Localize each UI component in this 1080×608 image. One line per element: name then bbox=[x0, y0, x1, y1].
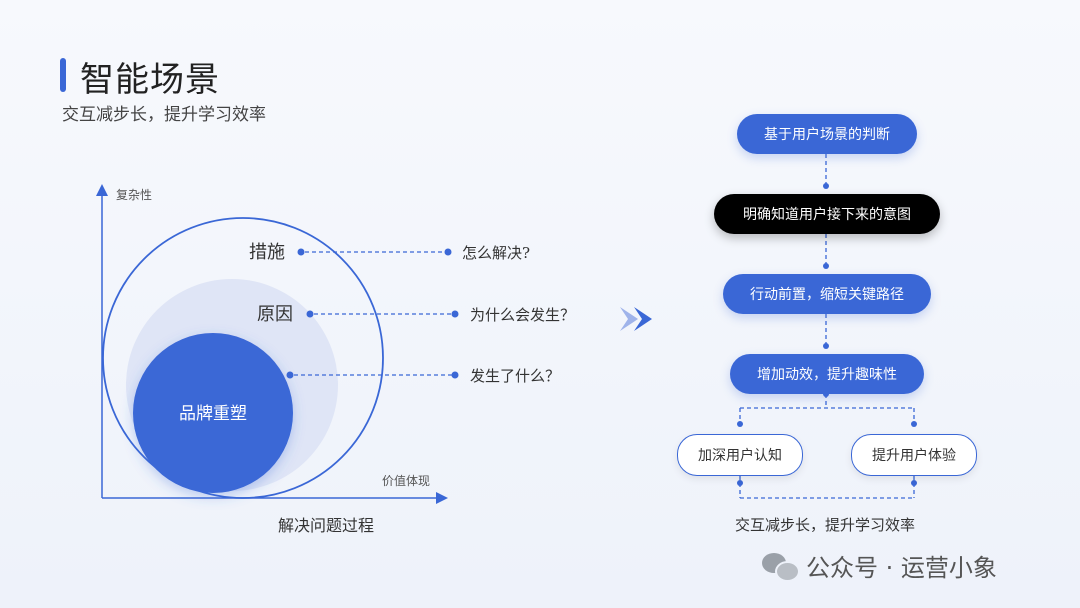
flow-step-action-forward: 行动前置，缩短关键路径 bbox=[723, 274, 931, 314]
level-question-event: 发生了什么？ bbox=[470, 367, 560, 385]
flow-connector-dots bbox=[737, 183, 917, 486]
outer-circle bbox=[102, 217, 384, 499]
double-chevron-icon bbox=[620, 307, 652, 331]
watermark: 公众号 · 运营小象 bbox=[762, 548, 997, 583]
flow-caption: 交互减步长，提升学习效率 bbox=[734, 516, 915, 534]
flow-step-scene-judgement: 基于用户场景的判断 bbox=[737, 114, 917, 154]
title-accent-bar bbox=[60, 58, 66, 92]
level-label-measures: 措施 bbox=[249, 242, 285, 263]
x-axis-label: 价值体现 bbox=[382, 473, 430, 488]
inner-circle bbox=[133, 333, 293, 493]
x-axis-caption: 解决问题过程 bbox=[278, 516, 374, 535]
level-dot-measures bbox=[297, 248, 305, 256]
level-dot-cause bbox=[306, 310, 314, 318]
flow-step-add-animation: 增加动效，提升趣味性 bbox=[730, 354, 924, 394]
flow-branch-improve-experience: 提升用户体验 bbox=[851, 434, 977, 476]
level-question-cause: 为什么会发生？ bbox=[470, 306, 575, 324]
page-title: 智能场景 bbox=[80, 60, 220, 100]
inner-circle-label: 品牌重塑 bbox=[179, 404, 247, 424]
y-axis-label: 复杂性 bbox=[116, 188, 152, 202]
page-subtitle: 交互减步长，提升学习效率 bbox=[62, 105, 266, 125]
watermark-text: 公众号 · 运营小象 bbox=[806, 554, 997, 582]
level-end-dot-event bbox=[451, 371, 459, 379]
level-question-measures: 怎么解决? bbox=[462, 244, 530, 262]
level-label-cause: 原因 bbox=[257, 304, 293, 325]
wechat-icon bbox=[762, 551, 800, 582]
flow-step-user-intent: 明确知道用户接下来的意图 bbox=[714, 194, 940, 234]
flow-branch-deepen-cognition: 加深用户认知 bbox=[677, 434, 803, 476]
flow-connectors bbox=[739, 154, 915, 499]
level-end-dot-cause bbox=[451, 310, 459, 318]
level-end-dot-measures bbox=[444, 248, 452, 256]
level-dot-event bbox=[286, 371, 294, 379]
